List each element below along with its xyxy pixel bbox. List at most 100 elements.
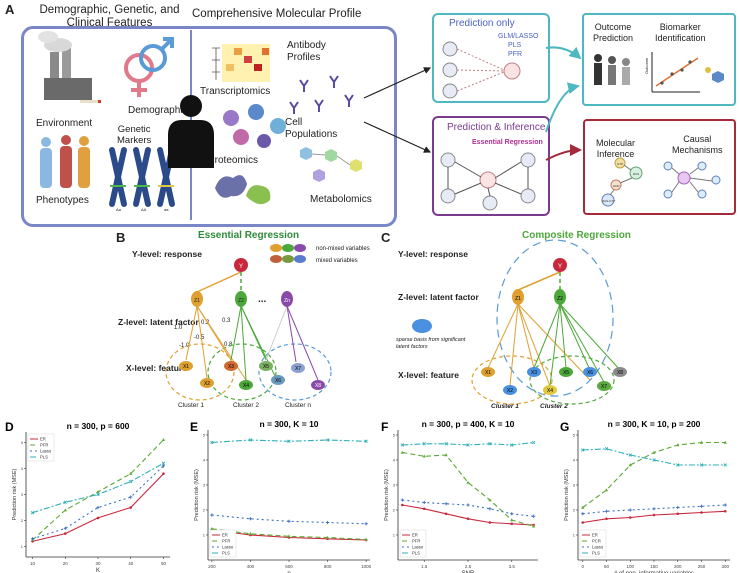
chart-e-ytick-label-2: 3 bbox=[203, 483, 206, 488]
chart-d-legend-label-er: ER bbox=[40, 437, 46, 442]
panel-a-letter: A bbox=[5, 2, 15, 17]
chart-g-ytick-label-4: 5 bbox=[573, 433, 576, 438]
chart-e-series-lasso-line bbox=[211, 514, 367, 525]
chart-g-ytick-label-0: 1 bbox=[573, 533, 576, 538]
chart-f-pls-point-1 bbox=[422, 442, 426, 446]
chart-f-er-point-5 bbox=[510, 522, 514, 526]
c-z1-label: Z1 bbox=[515, 296, 521, 302]
heatmap-icon bbox=[212, 44, 270, 82]
chart-g-pcr-point-0 bbox=[581, 505, 585, 509]
chart-g-pcr-point-4 bbox=[676, 443, 680, 447]
c-x2-label: X2 bbox=[507, 388, 513, 394]
chart-e-lasso-point-2 bbox=[287, 519, 291, 523]
chart-f-lasso-point-4 bbox=[488, 507, 492, 511]
chart-g-er-point-1 bbox=[605, 517, 608, 521]
chart-e-legend-label-pls: PLS bbox=[222, 551, 230, 556]
inference-network bbox=[440, 152, 536, 211]
chart-d-pls-point-4 bbox=[161, 461, 166, 465]
chart-d-ytick-label-2: 3 bbox=[21, 492, 24, 497]
chart-g-lasso-point-5 bbox=[699, 504, 704, 508]
chart-f-xlabel: SNR bbox=[462, 571, 475, 573]
b-z1-node bbox=[191, 291, 203, 307]
chart-e-xtick-label-1: 400 bbox=[247, 564, 255, 569]
pathway-node-gtp: GTP bbox=[617, 162, 623, 166]
b-x4-label: X4 bbox=[243, 383, 249, 389]
chart-f-pfr-point-0 bbox=[400, 450, 404, 454]
metabolite-icon bbox=[300, 147, 362, 182]
chart-d-letter: D bbox=[5, 420, 14, 434]
chart-f-pls-point-4 bbox=[488, 442, 492, 446]
weight-4: 0.3 bbox=[222, 318, 231, 324]
chart-g-lasso-point-2 bbox=[628, 508, 632, 512]
method-glm-lasso: GLM/LASSO bbox=[498, 33, 539, 40]
chart-g-pcr-point-1 bbox=[604, 488, 609, 492]
chart-e-xtick-label-2: 600 bbox=[285, 564, 293, 569]
chart-g-letter: G bbox=[560, 420, 569, 434]
chart-g-lasso-point-6 bbox=[723, 503, 727, 507]
chart-d-pfr-point-1 bbox=[63, 508, 67, 512]
chart-e-pfr-point-0 bbox=[210, 526, 214, 530]
chart-e-xtick-label-0: 200 bbox=[208, 564, 216, 569]
chart-f-lasso-point-3 bbox=[466, 503, 470, 507]
chart-f-letter: F bbox=[381, 420, 388, 434]
chart-e-pls-point-1 bbox=[248, 438, 253, 442]
chart-g-pls-point-1 bbox=[604, 447, 609, 451]
b-z1-label: Z1 bbox=[194, 298, 200, 304]
chart-f-er-point-2 bbox=[444, 512, 448, 516]
chart-g-lasso-point-4 bbox=[676, 505, 680, 510]
c-x5-label: X5 bbox=[563, 370, 569, 376]
molecular-inference-label: Molecular Inference bbox=[596, 138, 636, 159]
chart-e-letter: E bbox=[190, 420, 198, 434]
chart-g-er-point-5 bbox=[700, 511, 703, 514]
genetic-markers-label: Genetic Markers bbox=[117, 124, 152, 146]
chart-d-pfr-point-4 bbox=[161, 438, 166, 442]
chart-f-pfr-point-6 bbox=[532, 524, 536, 528]
biomarker-plot bbox=[651, 52, 724, 93]
chart-d-er-point-2 bbox=[96, 516, 100, 520]
chart-g-er-point-2 bbox=[628, 516, 632, 519]
chart-f-pfr-point-2 bbox=[444, 453, 448, 457]
chart-f-title: n = 300, p = 400, K = 10 bbox=[422, 419, 515, 429]
chart-d-lasso-point-4 bbox=[161, 464, 166, 468]
chart-e-ytick-label-1: 2 bbox=[203, 508, 206, 513]
protein-icon bbox=[215, 175, 271, 205]
legend-non-mixed: non-mixed variables bbox=[316, 246, 370, 252]
c-x7-label: X7 bbox=[601, 384, 607, 390]
chart-d-er-point-4 bbox=[162, 472, 165, 475]
chart-f-pls-point-3 bbox=[466, 443, 470, 447]
chart-e-legend-label-pfr: PFR bbox=[222, 539, 230, 544]
chart-f-lasso-point-6 bbox=[532, 514, 536, 518]
panel-b-z-level: Z-level: latent factor bbox=[118, 317, 199, 327]
pathway-icon: GTP RAS GDP RAS-GTP bbox=[601, 157, 643, 207]
chart-f-lasso-point-0 bbox=[400, 498, 404, 502]
outcome-prediction-label: Outcome Prediction bbox=[593, 22, 634, 43]
pathway-node-gdp: GDP bbox=[613, 184, 620, 188]
chart-g-ytick-label-1: 2 bbox=[573, 508, 576, 513]
prediction-inference-subtitle: Essential Regression bbox=[472, 139, 543, 146]
method-pfr: PFR bbox=[508, 51, 522, 58]
chart-f-ytick-label-2: 3 bbox=[393, 483, 396, 488]
pathway-node-ras: RAS bbox=[633, 172, 639, 176]
chart-e-legend-label-er: ER bbox=[222, 533, 228, 538]
c-x1-label: X1 bbox=[485, 370, 491, 376]
chart-g-series-er-line bbox=[582, 510, 726, 524]
b-x1-label: X1 bbox=[183, 364, 189, 370]
chart-f-legend-label-lasso: Lasso bbox=[412, 545, 424, 550]
chart-g-ytick-label-2: 3 bbox=[573, 483, 576, 488]
chart-e-pfr-point-2 bbox=[287, 534, 291, 538]
chart-d-ytick-label-3: 4 bbox=[21, 466, 24, 471]
gender-icon bbox=[124, 37, 174, 97]
chart-f-series-pfr-line bbox=[402, 451, 534, 527]
b-z2-label: Z2 bbox=[238, 298, 244, 304]
cluster-2-ellipse bbox=[207, 343, 277, 401]
weight-2: 0.2 bbox=[201, 320, 210, 326]
chart-g-xtick-label-6: 300 bbox=[721, 564, 729, 569]
chart-f-xtick-label-0: 1.5 bbox=[421, 564, 428, 569]
genotype-aa-2: AA bbox=[141, 207, 147, 212]
chart-g-xtick-label-5: 250 bbox=[698, 564, 706, 569]
chart-d-lasso-point-2 bbox=[96, 505, 100, 510]
b-y-node bbox=[234, 258, 248, 272]
chart-e-lasso-point-1 bbox=[248, 517, 253, 521]
